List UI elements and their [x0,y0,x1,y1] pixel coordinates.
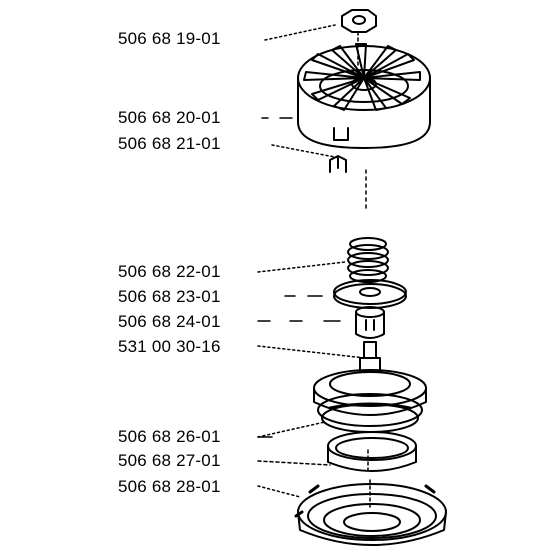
cover-part [294,483,447,546]
leader-line-9 [257,460,331,466]
nut-part [341,9,377,33]
leader-line-8 [257,421,326,438]
part-label-7: 531 00 30-16 [118,337,221,356]
bolt-part [359,341,381,373]
fan-drum-part [297,43,431,149]
hub-part [355,306,385,339]
clip-part [329,155,347,173]
leader-line-3 [271,144,341,159]
leader-lines [257,24,366,498]
leader-line-4 [257,261,346,273]
part-label-4: 506 68 22-01 [118,262,221,281]
part-label-5: 506 68 23-01 [118,287,221,306]
leader-line-10 [257,485,301,498]
part-label-3: 506 68 21-01 [118,134,221,153]
part-label-1: 506 68 19-01 [118,29,221,48]
part-label-10: 506 68 28-01 [118,477,221,496]
leader-line-7 [257,345,366,359]
part-label-6: 506 68 24-01 [118,312,221,331]
part-label-9: 506 68 27-01 [118,451,221,470]
spool-part [313,369,427,433]
spring-part [347,237,389,283]
part-label-8: 506 68 26-01 [118,427,221,446]
leader-line-1 [264,24,336,41]
washer-part [333,279,407,309]
ring-part [327,431,417,472]
part-label-2: 506 68 20-01 [118,108,221,127]
